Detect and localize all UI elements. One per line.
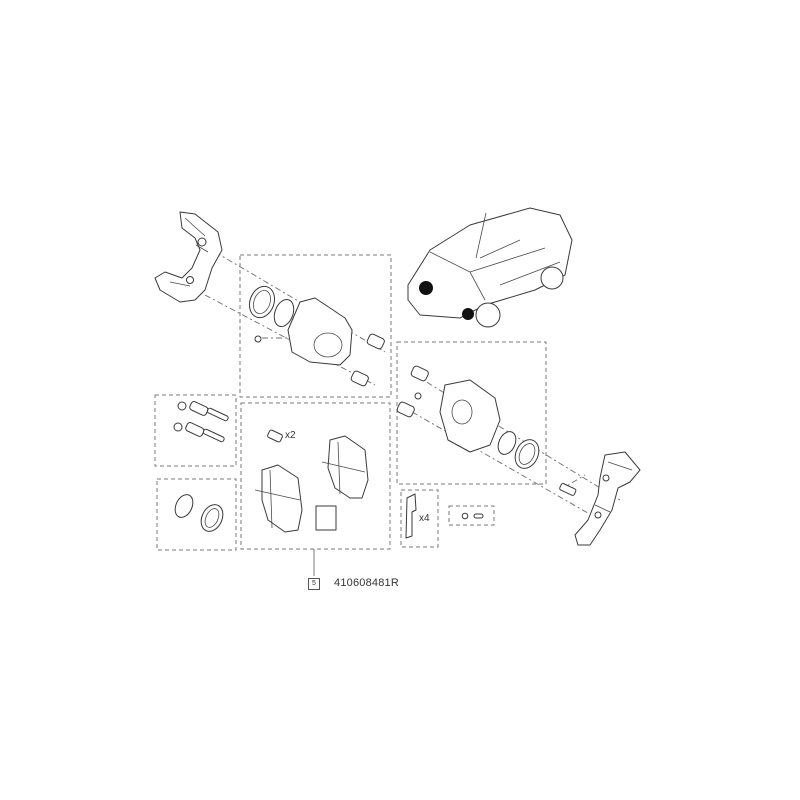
vehicle-locator [407,207,573,328]
reference-part-number: 410608481R [334,577,400,589]
callout-number-box: 5 [308,578,320,590]
box-bleed-kit [448,505,495,526]
brake-pad-set: x2 [254,429,369,533]
box-left-caliper-body [239,254,392,398]
box-seal-kit [156,478,237,551]
guide-line [414,374,621,501]
left-caliper-body [248,285,385,387]
piston-seal-kit [174,494,224,532]
box-guide-pins [154,394,237,467]
guide-line [399,404,601,521]
guide-line [204,294,376,386]
guide-pin-kit [173,401,229,443]
right-caliper-body [396,365,540,469]
pad-clips: x4 [405,493,430,539]
box-right-caliper-body [396,341,547,485]
bleed-screw-kit [461,512,484,520]
box-pad-clips [400,489,439,548]
bolt-quantity-label: x2 [285,430,296,441]
clip-quantity-label: x4 [419,513,430,524]
right-caliper-bracket [559,451,641,546]
left-caliper-bracket [154,211,223,303]
